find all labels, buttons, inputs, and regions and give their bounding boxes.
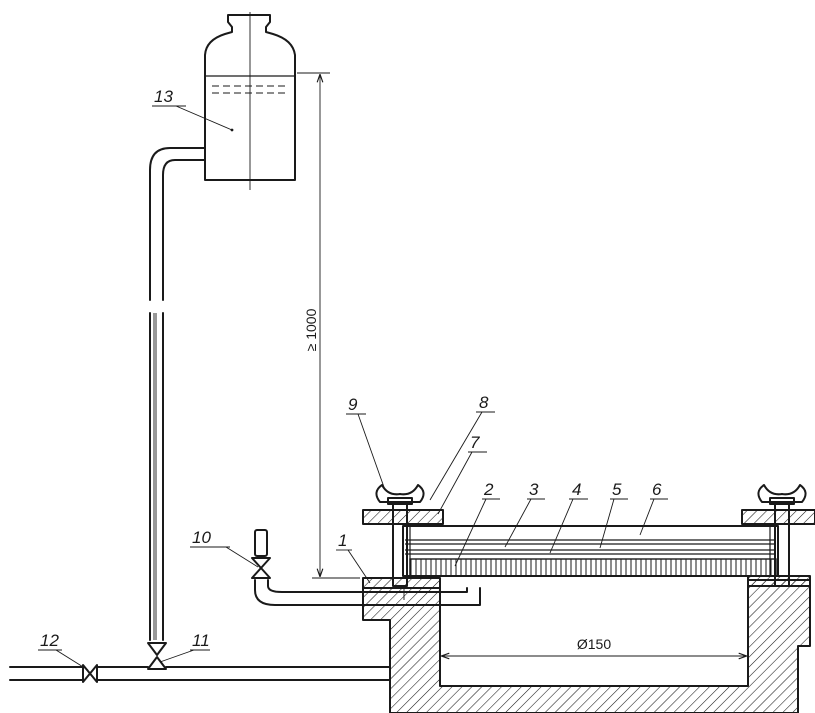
supply-tube [149, 147, 206, 641]
label-13: 13 [154, 87, 173, 106]
label-8: 8 [479, 393, 489, 412]
feed-pipe [9, 664, 391, 683]
label-2: 2 [483, 480, 494, 499]
valve-11 [147, 642, 167, 670]
label-1: 1 [338, 531, 347, 550]
label-4: 4 [572, 480, 581, 499]
label-12: 12 [40, 631, 59, 650]
label-10: 10 [192, 528, 211, 547]
label-5: 5 [612, 480, 622, 499]
leader-lines [38, 105, 668, 671]
diameter-dimension-label: Ø150 [577, 636, 611, 652]
label-7: 7 [470, 433, 480, 452]
label-3: 3 [529, 480, 539, 499]
test-cell [362, 509, 815, 600]
reservoir-bottle [204, 12, 296, 190]
clamp-bolts [375, 484, 807, 587]
height-dimension [297, 72, 360, 579]
label-9: 9 [348, 395, 358, 414]
label-6: 6 [652, 480, 662, 499]
label-11: 11 [192, 631, 210, 650]
bypass-pipe [251, 529, 481, 606]
base-support [362, 579, 811, 713]
height-dimension-label: ≥ 1000 [303, 308, 319, 351]
